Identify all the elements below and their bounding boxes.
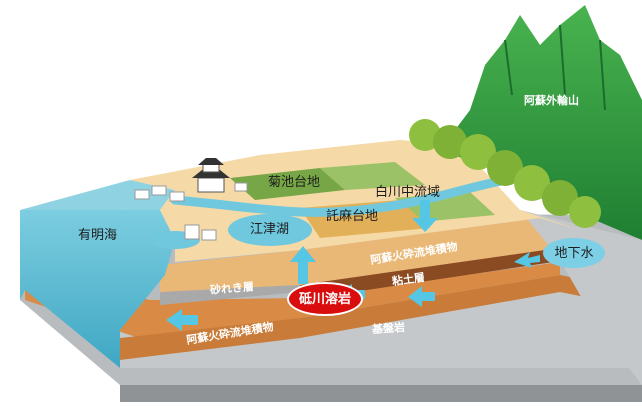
- forest: [409, 119, 601, 228]
- mountain-slope: [520, 210, 642, 385]
- base-block-bottom: [20, 300, 642, 402]
- label-groundwater: 地下水: [554, 245, 594, 261]
- upper-pyroclastic-layer: [160, 218, 580, 292]
- label-togawa: 砥川溶岩: [298, 291, 351, 307]
- label-takuma: 託麻台地: [326, 209, 379, 224]
- castle-icon: [192, 158, 230, 193]
- sea-surface: [20, 180, 175, 210]
- label-ariake: 有明海: [78, 228, 118, 243]
- sea-front: [20, 210, 175, 368]
- togawa-lava-badge: 砥川溶岩: [287, 282, 363, 316]
- label-mountain: 阿蘇外輪山: [524, 94, 579, 107]
- ezu-lake-water: [228, 214, 312, 246]
- mountain-ridge: [504, 24, 606, 111]
- shirakawa-river: [170, 171, 535, 217]
- label-bedrock: 基盤岩: [371, 320, 406, 337]
- label-shirakawa: 白川中流域: [375, 185, 441, 200]
- lower-pyroclastic-band: [120, 275, 600, 360]
- label-kikuchi: 菊池台地: [268, 175, 321, 190]
- kikuchi-field: [230, 168, 345, 200]
- shirakawa-field: [320, 162, 425, 190]
- groundwater-badge: 地下水: [543, 238, 605, 268]
- houses: [134, 182, 248, 241]
- label-ezu: 江津湖: [250, 222, 290, 237]
- groundwater-arrows: [166, 200, 540, 331]
- aso-outer-rim-mountain: [440, 5, 642, 240]
